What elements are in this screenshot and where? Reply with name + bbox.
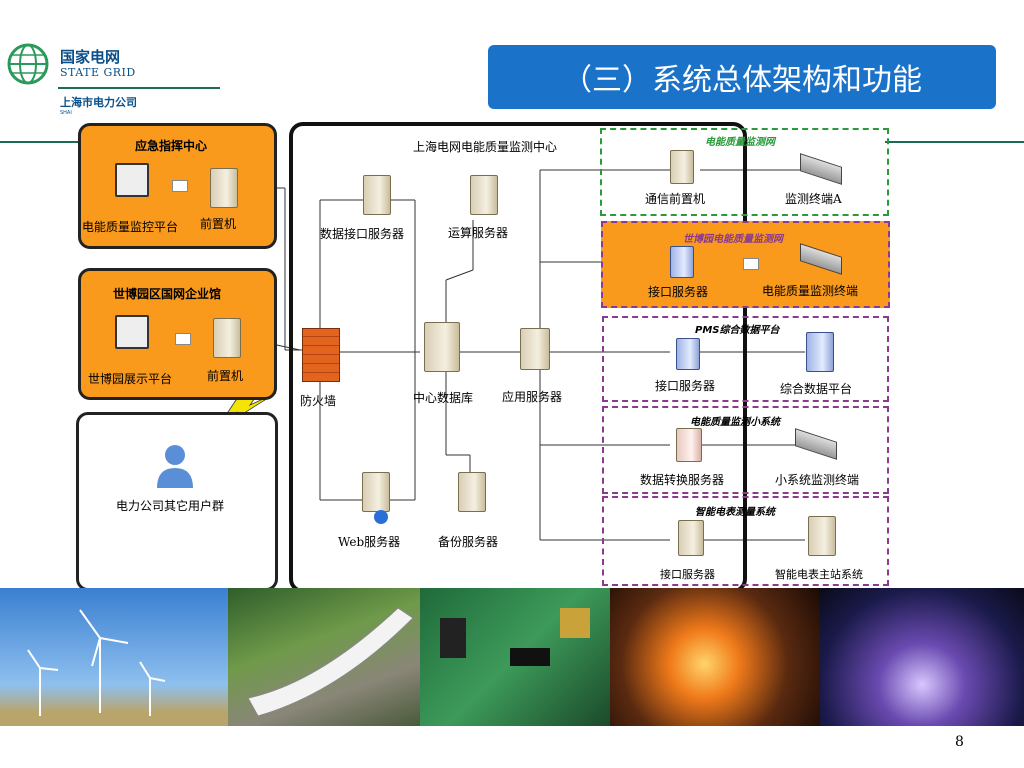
expo-pavilion-title: 世博园区国网企业馆 [113, 287, 222, 301]
monitor-icon [115, 315, 149, 349]
data-interface-server-icon [363, 175, 391, 215]
expo-night-photo [820, 588, 1024, 726]
user-group-box [76, 412, 278, 591]
compute-label: 运算服务器 [448, 226, 509, 240]
link-icon [743, 258, 759, 270]
link-icon [172, 180, 188, 192]
expo-front-label: 前置机 [207, 369, 244, 383]
state-grid-logo-icon [7, 43, 49, 85]
app-server-icon [520, 328, 550, 370]
group-right-label: 监测终端A [785, 192, 842, 206]
data-platform-icon [806, 332, 834, 372]
group-left-label: 接口服务器 [655, 379, 716, 393]
meter-master-station-icon [808, 516, 836, 556]
firewall-icon [302, 328, 340, 382]
group-left-label: 接口服务器 [648, 285, 709, 299]
group-title: PMS综合数据平台 [695, 325, 780, 336]
emergency-center-title: 应急指挥中心 [135, 139, 208, 153]
monitor-icon [115, 163, 149, 197]
company-name: 上海市电力公司 [60, 96, 137, 109]
front-server-icon [210, 168, 238, 208]
globe-icon [374, 510, 388, 524]
comm-front-server-icon [670, 150, 694, 184]
header-rule-right [885, 141, 1024, 143]
user-icon [157, 445, 193, 488]
interface-server-icon [670, 246, 694, 278]
compute-server-icon [470, 175, 498, 215]
wind-turbines-photo [0, 588, 228, 726]
logo-divider [58, 87, 220, 89]
backup-server-icon [458, 472, 486, 512]
central-db-label: 中心数据库 [413, 391, 474, 405]
steel-furnace-photo [610, 588, 820, 726]
page-title: （三）系统总体架构和功能 [488, 45, 996, 109]
group-left-label: 通信前置机 [645, 192, 706, 206]
page-title-text: （三）系统总体架构和功能 [562, 63, 922, 98]
monitoring-center-title: 上海电网电能质量监测中心 [413, 140, 558, 154]
emergency-monitor-label: 电能质量监控平台 [82, 220, 179, 234]
data-conversion-server-icon [676, 428, 702, 462]
backup-server-label: 备份服务器 [438, 535, 499, 549]
central-database-icon [424, 322, 460, 372]
group-left-label: 数据转换服务器 [640, 473, 725, 487]
header-rule-left [0, 141, 80, 143]
group-title: 智能电表测量系统 [695, 507, 775, 518]
group-left-label: 接口服务器 [660, 568, 715, 581]
web-server-label: Web服务器 [338, 535, 401, 549]
group-pq-subsystem [602, 406, 889, 494]
user-group-label: 电力公司其它用户群 [116, 499, 225, 513]
group-title: 电能质量监测小系统 [690, 417, 780, 428]
high-speed-train-photo [228, 588, 420, 726]
front-server-icon [213, 318, 241, 358]
app-server-label: 应用服务器 [502, 390, 563, 404]
group-power-quality-network [600, 128, 889, 216]
logo-text-cn: 国家电网 [60, 48, 121, 66]
interface-server-icon [678, 520, 704, 556]
group-smart-meter [602, 496, 889, 586]
data-interface-label: 数据接口服务器 [320, 227, 405, 241]
logo-text-en: STATE GRID [60, 66, 136, 79]
emergency-front-label: 前置机 [200, 217, 237, 231]
expo-monitor-label: 世博园展示平台 [88, 372, 173, 386]
link-icon [175, 333, 191, 345]
group-right-label: 小系统监测终端 [775, 473, 860, 487]
group-right-label: 综合数据平台 [780, 382, 853, 396]
group-right-label: 智能电表主站系统 [775, 568, 863, 581]
page-number: 8 [955, 734, 964, 750]
group-right-label: 电能质量监测终端 [762, 284, 859, 298]
group-title: 世博园电能质量监测网 [683, 234, 783, 245]
group-pms-platform [602, 316, 889, 402]
group-title: 电能质量监测网 [705, 137, 775, 148]
interface-server-icon [676, 338, 700, 370]
circuit-board-photo [420, 588, 610, 726]
company-name-en: SHAI [60, 110, 72, 116]
firewall-label: 防火墙 [300, 394, 337, 408]
web-server-icon [362, 472, 390, 512]
